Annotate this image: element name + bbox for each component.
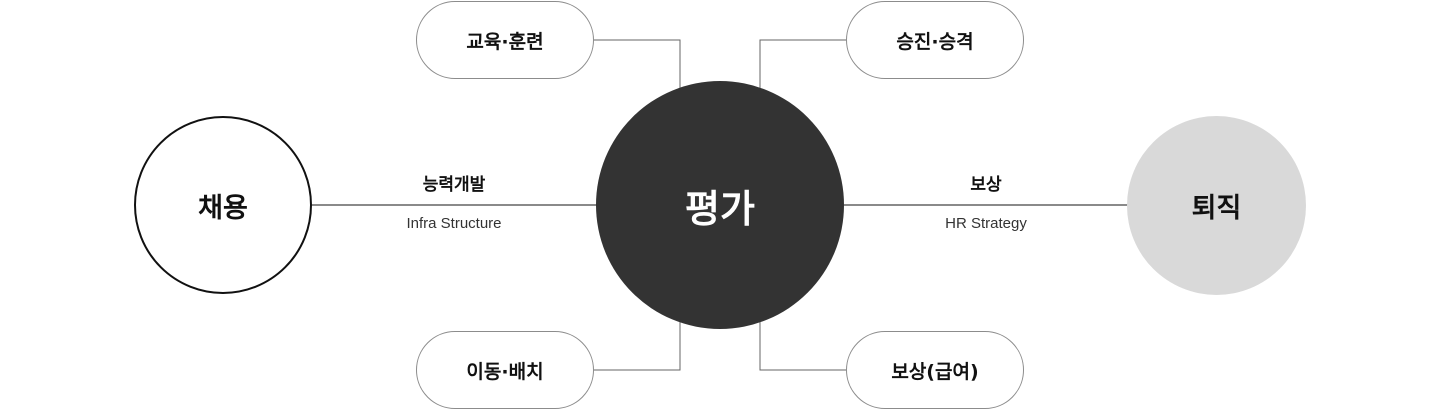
connector-bottom-left [594, 322, 681, 371]
connector-top-left [594, 39, 681, 88]
branch-compensation-pay-label: 보상(급여) [891, 360, 979, 383]
branch-education-training-label: 교육·훈련 [466, 30, 544, 53]
node-evaluation-label: 평가 [685, 186, 755, 231]
node-retirement-label: 퇴직 [1191, 193, 1242, 224]
branch-transfer-placement: 이동·배치 [416, 331, 594, 409]
link-left-subtitle: Infra Structure [406, 215, 502, 232]
node-recruit-label: 채용 [198, 192, 248, 224]
branch-promotion-label: 승진·승격 [896, 30, 974, 53]
link-right-title: 보상 [970, 175, 1002, 195]
branch-compensation-pay: 보상(급여) [846, 331, 1024, 409]
branch-transfer-placement-label: 이동·배치 [466, 360, 544, 383]
link-left-title: 능력개발 [422, 175, 486, 195]
link-right-subtitle: HR Strategy [945, 215, 1027, 232]
node-evaluation: 평가 [596, 81, 844, 329]
branch-education-training: 교육·훈련 [416, 1, 594, 79]
node-retirement: 퇴직 [1127, 116, 1306, 295]
connector-top-right [759, 39, 846, 88]
node-recruit: 채용 [134, 116, 312, 294]
branch-promotion: 승진·승격 [846, 1, 1024, 79]
connector-bottom-right [759, 322, 846, 371]
